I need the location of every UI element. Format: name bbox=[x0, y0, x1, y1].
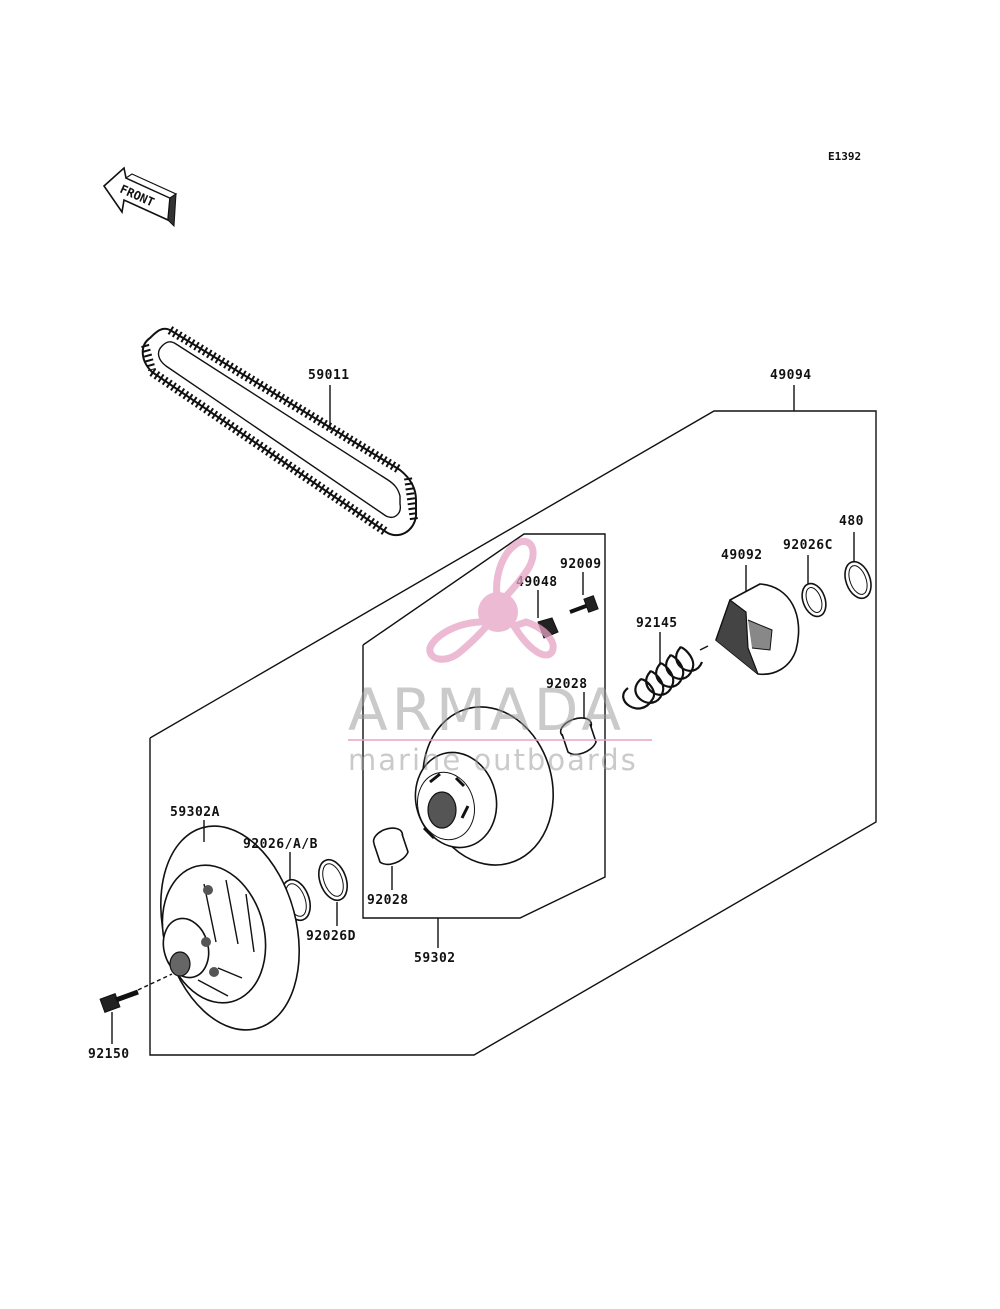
washer-92026D bbox=[318, 858, 348, 926]
bolt-92009 bbox=[569, 572, 599, 614]
label-92026C: 92026C bbox=[783, 538, 833, 553]
label-92028-bottom: 92028 bbox=[367, 893, 409, 908]
cam-49092 bbox=[715, 565, 800, 676]
circlip-480 bbox=[844, 532, 872, 600]
label-59011: 59011 bbox=[308, 368, 350, 383]
bolt-92150 bbox=[99, 973, 173, 1044]
assembly-outline-49094 bbox=[149, 385, 877, 1056]
label-480: 480 bbox=[839, 514, 864, 529]
label-59302: 59302 bbox=[414, 951, 456, 966]
drive-belt bbox=[141, 326, 418, 537]
watermark-name: ARMADA bbox=[348, 676, 625, 744]
bushing-92028-bottom bbox=[372, 827, 409, 890]
assembly-outline-59302 bbox=[362, 533, 606, 948]
label-92150: 92150 bbox=[88, 1047, 130, 1062]
watermark-tagline: marine outboards bbox=[348, 743, 638, 777]
label-92026AB: 92026/A/B bbox=[243, 837, 318, 852]
label-92145: 92145 bbox=[636, 616, 678, 631]
washer-92026C bbox=[801, 555, 827, 618]
label-92026D: 92026D bbox=[306, 929, 356, 944]
front-arrow-icon: FRONT bbox=[102, 166, 178, 228]
movable-sheave-59302 bbox=[414, 706, 554, 866]
label-49094: 49094 bbox=[770, 368, 812, 383]
watermark-logo: ARMADA marine outboards bbox=[348, 538, 652, 777]
label-49048: 49048 bbox=[516, 575, 558, 590]
spring-92145 bbox=[622, 632, 709, 710]
label-92028-top: 92028 bbox=[546, 677, 588, 692]
fixed-sheave-59302A bbox=[159, 820, 301, 1031]
label-49092: 49092 bbox=[721, 548, 763, 563]
label-92009: 92009 bbox=[560, 557, 602, 572]
propeller-icon bbox=[426, 538, 557, 663]
drawing-code: E1392 bbox=[828, 150, 861, 163]
label-59302A: 59302A bbox=[170, 805, 220, 820]
